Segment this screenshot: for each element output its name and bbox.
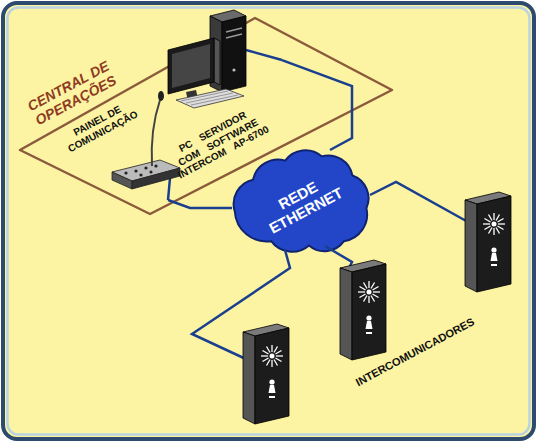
network-wire <box>370 182 468 222</box>
drive-bay <box>226 34 242 38</box>
pc-screen <box>172 44 210 88</box>
pc-tower <box>222 16 246 92</box>
power-button <box>232 68 235 71</box>
frame-inner-border <box>8 8 530 435</box>
panel-button <box>134 169 137 172</box>
pc-keyboard <box>176 89 244 108</box>
network-cloud <box>234 150 369 251</box>
intercom-device <box>465 192 511 292</box>
intercom-device <box>243 324 289 424</box>
microphone-head <box>158 91 164 101</box>
pc-monitor <box>168 38 214 94</box>
panel-device <box>132 168 180 189</box>
microphone-stem <box>152 100 160 166</box>
panel-button <box>144 166 147 169</box>
panel-button <box>139 173 142 176</box>
network-cloud: REDE ETHERNET <box>232 150 372 256</box>
group-label: INTERCOMUNICADORES <box>353 315 476 388</box>
cloud-label: REDE ETHERNET <box>257 168 347 238</box>
panel-button <box>154 164 157 167</box>
device-label: PC SERVIDOR COM SOFTWARE INTERCOM AP-670… <box>164 102 272 182</box>
panel-button <box>149 170 152 173</box>
keyboard-keys <box>181 91 228 101</box>
network-wire <box>168 178 170 200</box>
server-node: PC SERVIDOR COM SOFTWARE INTERCOM AP-670… <box>160 8 282 190</box>
network-wire <box>246 50 282 60</box>
intercom-device <box>340 260 386 360</box>
pc-monitor <box>214 38 220 85</box>
keyboard-keys <box>186 93 233 103</box>
keyboard-keys <box>191 95 238 105</box>
panel-device <box>112 172 132 189</box>
drive-bay <box>226 28 242 32</box>
frame-border <box>3 3 534 439</box>
panel-button <box>124 171 127 174</box>
network-cable <box>282 60 352 150</box>
